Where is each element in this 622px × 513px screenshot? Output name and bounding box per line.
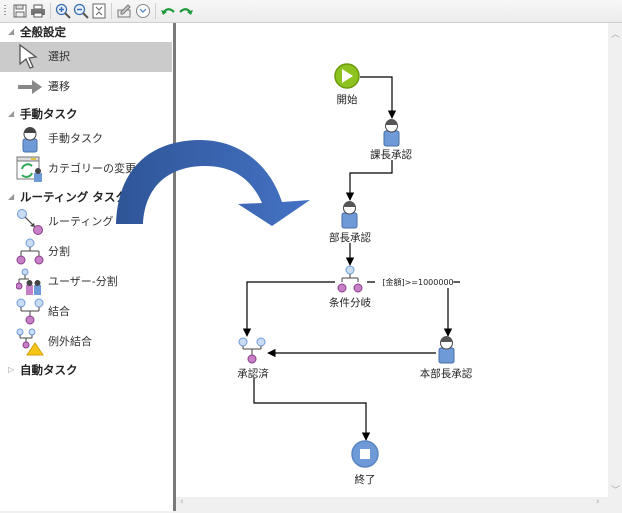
expanded-icon[interactable]: ◢ (8, 27, 15, 36)
toolbar (0, 0, 622, 23)
save-icon[interactable] (12, 3, 28, 19)
palette-item-manual-task[interactable]: 手動タスク (0, 124, 172, 154)
scroll-right-icon[interactable]: › (596, 497, 600, 507)
scroll-down-icon[interactable]: ﹀ (611, 486, 621, 496)
scroll-left-icon[interactable]: ‹ (180, 497, 184, 507)
category-routing-task[interactable]: ◢ルーティング タスク (8, 190, 127, 204)
user-split-icon (16, 268, 41, 295)
palette-item-routing[interactable]: ルーティング (0, 207, 172, 237)
scroll-up-icon[interactable]: ︿ (611, 30, 621, 40)
zoom-out-icon[interactable] (73, 3, 89, 19)
horizontal-scrollbar[interactable]: ‹ › (176, 497, 608, 510)
exception-join-icon (16, 328, 44, 356)
node-label-end: 終了 (354, 474, 376, 486)
person-icon (22, 127, 38, 153)
palette-panel: ◢全般設定 選択 遷移 ◢手動タスク 手動タスク カテゴリーの変更 ◢ルーティン… (0, 23, 174, 511)
node-label-section-approval: 課長承認 (370, 149, 412, 161)
arrow-right-icon (18, 80, 42, 94)
palette-item-split[interactable]: 分割 (0, 237, 172, 267)
clock-icon[interactable] (135, 3, 151, 19)
edit-properties-icon[interactable] (116, 3, 132, 19)
palette-item-select[interactable]: 選択 (0, 42, 172, 72)
collapsed-icon[interactable]: ▷ (8, 365, 15, 374)
undo-icon[interactable] (160, 3, 176, 19)
node-label-approved: 承認済 (237, 368, 269, 380)
palette-item-transition[interactable]: 遷移 (0, 72, 172, 102)
palette-item-category-change[interactable]: カテゴリーの変更 (0, 154, 172, 184)
palette-item-exception-join[interactable]: 例外結合 (0, 327, 172, 357)
redo-icon[interactable] (178, 3, 194, 19)
routing-icon (17, 209, 43, 235)
toolbar-grip[interactable] (4, 5, 6, 17)
workflow-canvas[interactable] (176, 23, 608, 497)
toolbar-separator (155, 3, 156, 19)
fit-to-window-icon[interactable] (91, 3, 107, 19)
panel-splitter[interactable] (173, 23, 176, 511)
palette-item-join[interactable]: 結合 (0, 297, 172, 327)
toolbar-separator (50, 3, 51, 19)
zoom-in-icon[interactable] (55, 3, 71, 19)
node-label-dept-approval: 部長承認 (329, 232, 371, 244)
transition-condition-label[interactable]: [金額]>=1000000 (382, 277, 454, 288)
node-label-hq-approval: 本部長承認 (419, 368, 473, 380)
palette-item-user-split[interactable]: ユーザー-分割 (0, 267, 172, 297)
toolbar-separator (111, 3, 112, 19)
category-general[interactable]: ◢全般設定 (8, 25, 66, 39)
join-icon (16, 298, 44, 325)
expanded-icon[interactable]: ◢ (8, 192, 15, 201)
split-icon (16, 238, 44, 265)
print-icon[interactable] (30, 3, 46, 19)
category-change-icon (16, 156, 42, 182)
node-label-start: 開始 (336, 94, 358, 106)
category-auto-task[interactable]: ▷自動タスク (8, 363, 78, 377)
node-label-branch: 条件分岐 (329, 297, 371, 309)
category-manual-task[interactable]: ◢手動タスク (8, 107, 78, 121)
vertical-scrollbar[interactable]: ︿ ﹀ (608, 23, 621, 497)
pointer-icon (19, 43, 38, 69)
expanded-icon[interactable]: ◢ (8, 109, 15, 118)
